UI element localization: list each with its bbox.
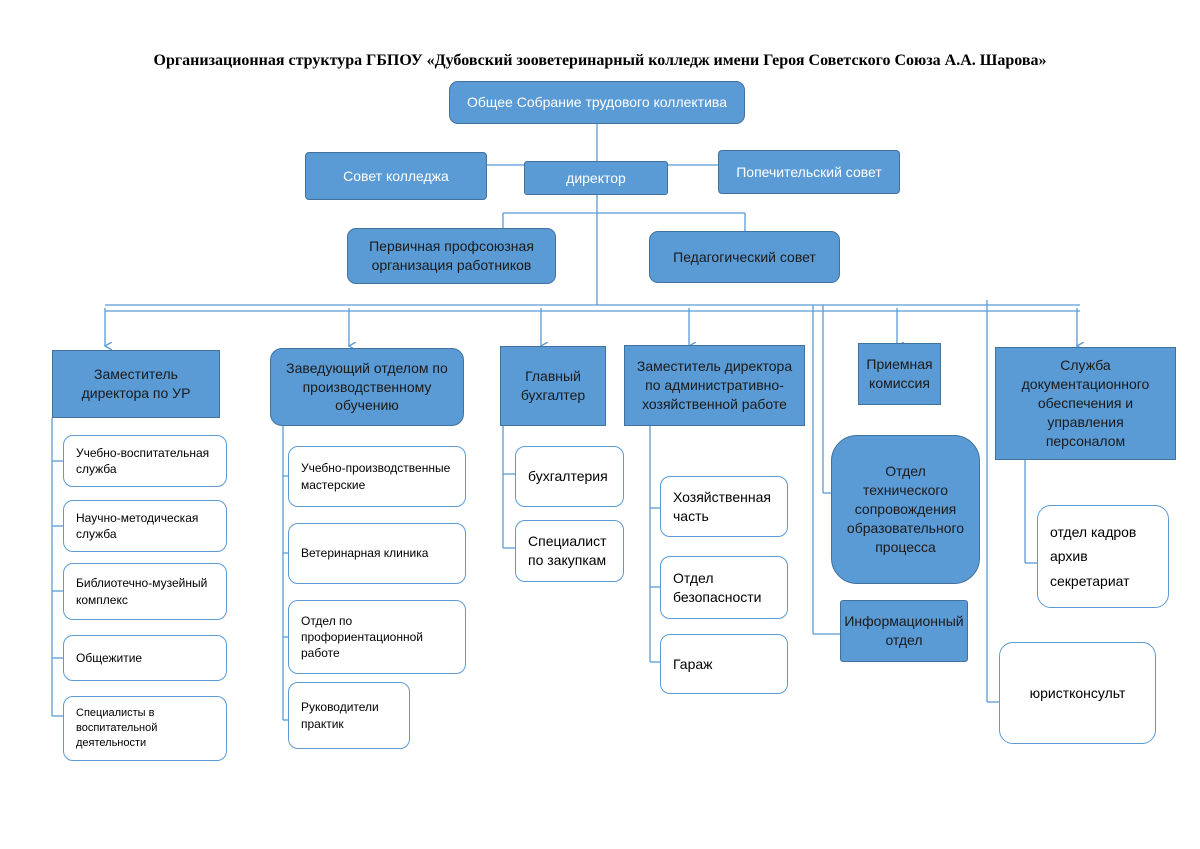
sub-item-workshops: Учебно-производственные мастерские xyxy=(288,446,466,507)
sub-item-maintenance: Хозяйственная часть xyxy=(660,476,788,537)
page-title: Организационная структура ГБПОУ «Дубовск… xyxy=(153,52,1047,69)
union-organization-box: Первичная профсоюзная организация работн… xyxy=(347,228,556,284)
docs-personnel-service-box: Служба документационного обеспечения и у… xyxy=(995,347,1176,460)
sub-item-upbringing-specialists: Специалисты в воспитательной деятельност… xyxy=(63,696,227,761)
sub-item-hr-archive-secretariat: отдел кадров архив секретариат xyxy=(1037,505,1169,608)
general-assembly-box: Общее Собрание трудового коллектива xyxy=(449,81,745,124)
sub-item-dormitory: Общежитие xyxy=(63,635,227,681)
admission-committee-box: Приемная комиссия xyxy=(858,343,941,405)
sub-item-vet-clinic: Ветеринарная клиника xyxy=(288,523,466,584)
information-department-box: Информационный отдел xyxy=(840,600,968,662)
sub-item-methodical-service: Научно-методическая служба xyxy=(63,500,227,552)
deputy-director-admin-box: Заместитель директора по административно… xyxy=(624,345,805,426)
sub-item-garage: Гараж xyxy=(660,634,788,694)
sub-item-career-guidance: Отдел по профориентационной работе xyxy=(288,600,466,674)
sub-item-procurement-specialist: Специалист по закупкам xyxy=(515,520,624,582)
lawyer-box: юристконсульт xyxy=(999,642,1156,744)
tech-support-department-box: Отдел технического сопровождения образов… xyxy=(831,435,980,584)
sub-item-upbringing-service: Учебно-воспитательная служба xyxy=(63,435,227,487)
sub-item-security-department: Отдел безопасности xyxy=(660,556,788,619)
deputy-director-ur-box: Заместитель директора по УР xyxy=(52,350,220,418)
sub-item-library-museum: Библиотечно-музейный комплекс xyxy=(63,563,227,620)
chief-accountant-box: Главный бухгалтер xyxy=(500,346,606,426)
sub-item-accounting: бухгалтерия xyxy=(515,446,624,507)
production-training-head-box: Заведующий отделом по производственному … xyxy=(270,348,464,426)
pedagogical-council-box: Педагогический совет xyxy=(649,231,840,283)
trustees-board-box: Попечительский совет xyxy=(718,150,900,194)
director-box: директор xyxy=(524,161,668,195)
sub-item-practice-supervisors: Руководители практик xyxy=(288,682,410,749)
college-council-box: Совет колледжа xyxy=(305,152,487,200)
